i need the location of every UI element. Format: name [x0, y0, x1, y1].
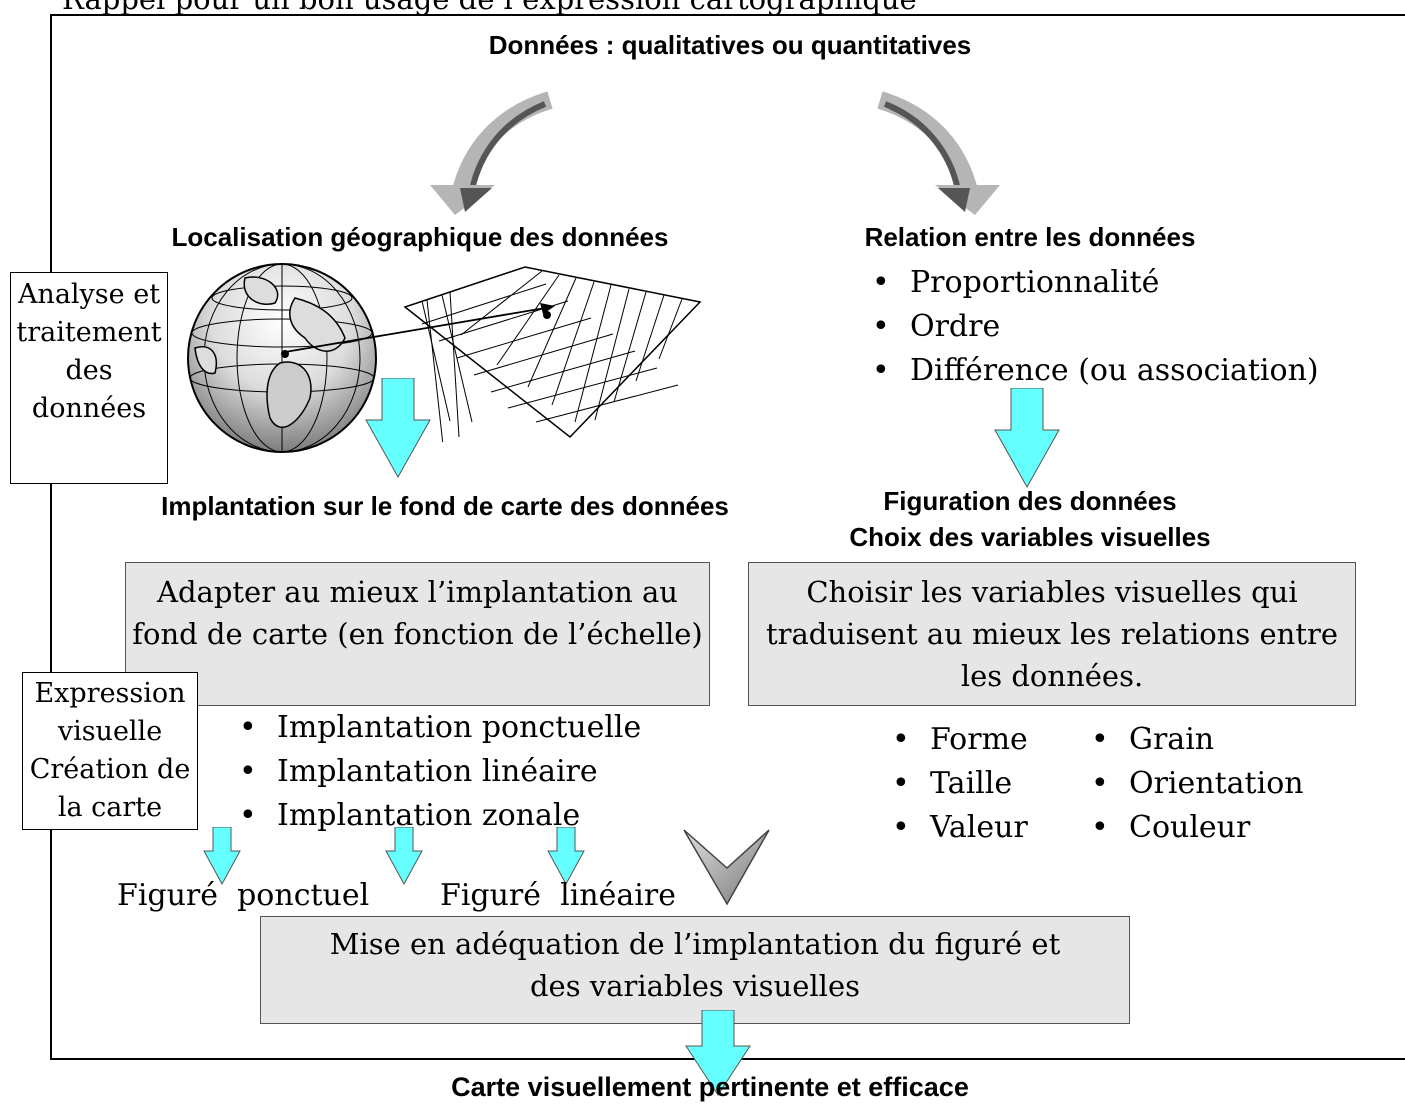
location-arrow [284, 303, 555, 353]
adequation-box: Mise en adéquation de l’implantation du … [260, 916, 1130, 1024]
list-item: Implantation linéaire [235, 750, 641, 794]
list-item: Taille [888, 762, 1028, 806]
relation-heading: Relation entre les données [864, 222, 1196, 252]
localisation-heading: Localisation géographique des données [171, 222, 669, 252]
relation-list: Proportionnalité Ordre Différence (ou as… [868, 261, 1319, 393]
figure-lineaire-label: Figuré linéaire [440, 878, 676, 913]
list-item: Forme [888, 718, 1028, 762]
list-item: Proportionnalité [868, 261, 1319, 305]
implantation-list: Implantation ponctuelle Implantation lin… [235, 706, 641, 838]
page-title: Rappel pour un bon usage de l’expression… [62, 0, 917, 16]
cyan-arrow-right [994, 388, 1060, 488]
list-item: Couleur [1087, 806, 1304, 850]
small-cyan-arrow-3 [547, 827, 585, 885]
curved-arrow-right [877, 91, 1000, 215]
implantation-box: Adapter au mieux l’implantation au fond … [125, 562, 710, 706]
small-cyan-arrow-2 [385, 827, 423, 885]
figure-ponctuel-label: Figuré ponctuel [117, 878, 370, 913]
list-item: Implantation ponctuelle [235, 706, 641, 750]
implantation-heading: Implantation sur le fond de carte des do… [161, 491, 729, 521]
list-item: Implantation zonale [235, 794, 641, 838]
variables-box: Choisir les variables visuelles qui trad… [748, 562, 1356, 706]
side-label-expression: Expression visuelle Création de la carte [22, 672, 198, 830]
choix-heading: Choix des variables visuelles [849, 522, 1211, 552]
globe-icon [187, 263, 377, 453]
list-item: Grain [1087, 718, 1304, 762]
final-heading: Carte visuellement pertinente et efficac… [451, 1072, 969, 1102]
list-item: Différence (ou association) [868, 349, 1319, 393]
list-item: Orientation [1087, 762, 1304, 806]
variables-list-col2: Grain Orientation Couleur [1087, 718, 1304, 850]
cyan-arrow-left [365, 378, 431, 478]
side-label-analyse: Analyse et traitement des données [10, 272, 168, 484]
chevron-down-icon [683, 829, 770, 906]
variables-list-col1: Forme Taille Valeur [888, 718, 1028, 850]
list-item: Valeur [888, 806, 1028, 850]
curved-arrow-left [430, 91, 553, 215]
small-cyan-arrow-1 [203, 827, 241, 885]
figuration-heading: Figuration des données [883, 486, 1177, 516]
top-heading: Données : qualitatives ou quantitatives [488, 30, 972, 60]
cyan-arrow-final [685, 1010, 751, 1096]
list-item: Ordre [868, 305, 1319, 349]
